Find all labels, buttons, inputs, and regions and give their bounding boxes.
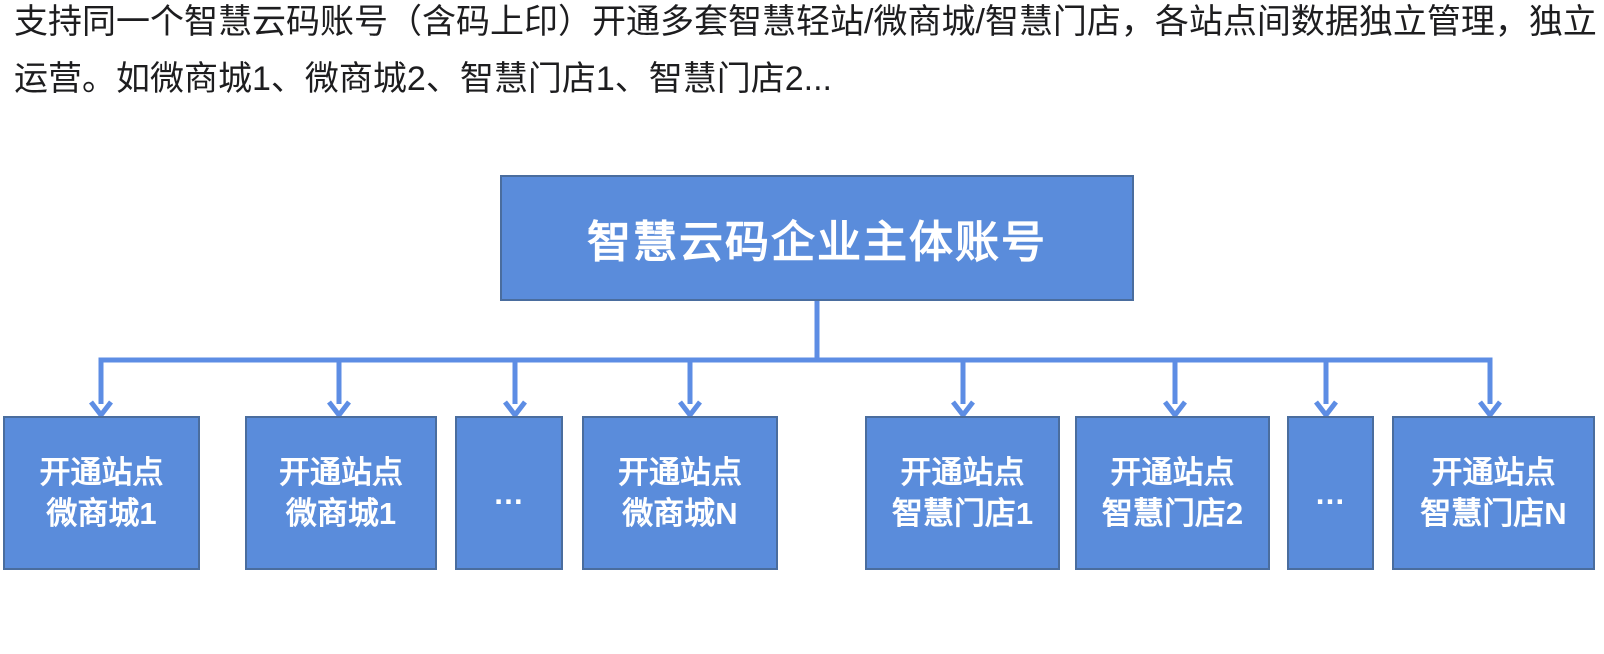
node-site-6: 开通站点 智慧门店2 xyxy=(1075,416,1270,570)
node-label-line1: 开通站点 xyxy=(1110,455,1235,490)
node-site-5: 开通站点 智慧门店1 xyxy=(865,416,1060,570)
connector-arrow-6 xyxy=(1163,358,1187,420)
node-label-line2: 微商城1 xyxy=(46,496,157,531)
root-node: 智慧云码企业主体账号 xyxy=(500,175,1134,301)
node-label-line2: 智慧门店N xyxy=(1420,496,1567,531)
node-label-line1: 开通站点 xyxy=(618,455,742,490)
node-site-8: 开通站点 智慧门店N xyxy=(1392,416,1595,570)
connector-arrow-2 xyxy=(327,358,351,420)
node-site-4: 开通站点 微商城N xyxy=(582,416,778,570)
node-label-line1: 开通站点 xyxy=(900,455,1025,490)
node-label-line2: 微商城N xyxy=(622,496,738,531)
node-label-line2: 智慧门店1 xyxy=(891,496,1034,531)
connector-arrow-4 xyxy=(678,358,702,420)
connector-arrow-7 xyxy=(1314,358,1338,420)
node-ellipsis-right: … xyxy=(1287,416,1374,570)
node-ellipsis-label: … xyxy=(493,475,525,511)
connector-arrow-3 xyxy=(503,358,527,420)
node-label-line1: 开通站点 xyxy=(1431,455,1556,490)
node-label-line1: 开通站点 xyxy=(279,455,403,490)
node-site-1: 开通站点 微商城1 xyxy=(3,416,200,570)
connector-arrow-8 xyxy=(1478,358,1502,420)
node-label-line1: 开通站点 xyxy=(39,455,164,490)
root-node-label: 智慧云码企业主体账号 xyxy=(587,218,1047,267)
node-label-line2: 微商城1 xyxy=(285,496,397,531)
connector-arrow-1 xyxy=(89,358,113,420)
intro-line-2: 运营。如微商城1、微商城2、智慧门店1、智慧门店2... xyxy=(14,60,832,98)
connector-arrow-5 xyxy=(951,358,975,420)
intro-paragraph: 支持同一个智慧云码账号（含码上印）开通多套智慧轻站/微商城/智慧门店，各站点间数… xyxy=(14,0,1597,108)
node-site-2: 开通站点 微商城1 xyxy=(245,416,437,570)
node-label-line2: 智慧门店2 xyxy=(1101,496,1244,531)
node-ellipsis-label: … xyxy=(1314,475,1347,511)
intro-line-1: 支持同一个智慧云码账号（含码上印）开通多套智慧轻站/微商城/智慧门店，各站点间数… xyxy=(14,3,1597,41)
node-ellipsis-left: … xyxy=(455,416,563,570)
